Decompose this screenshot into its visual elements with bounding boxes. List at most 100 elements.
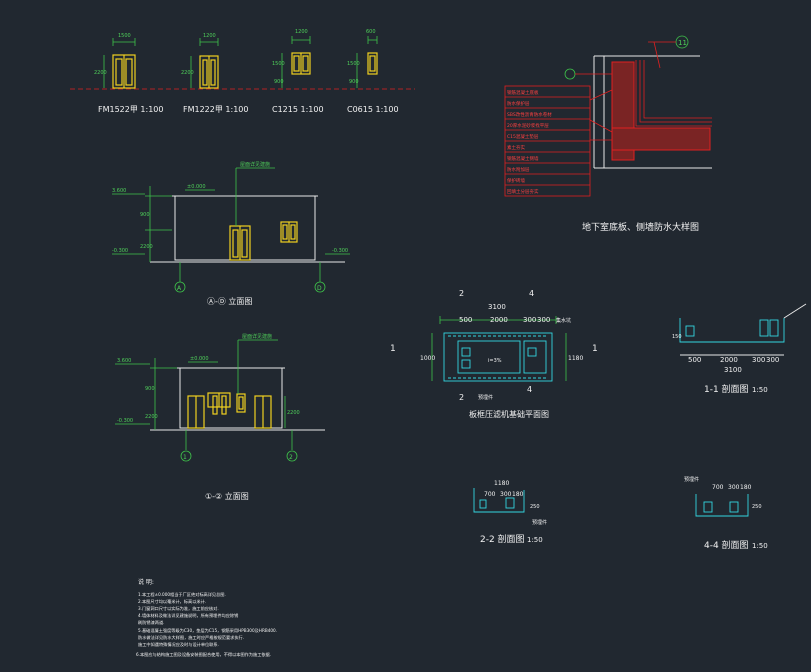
section22-dim-1: 300	[500, 491, 512, 498]
pit-dim-d: 300	[537, 316, 550, 324]
elevation1-right-level: -0.300	[332, 248, 348, 254]
design-notes: 说 明: 1.本工程±0.000相当于厂区绝对标高详见总图. 2.本图尺寸均以毫…	[136, 578, 277, 658]
pit-inner	[457, 340, 521, 374]
section22-outline	[473, 488, 525, 513]
pit-outer	[443, 332, 553, 382]
layer-3: 20厚水泥砂浆找平层	[507, 122, 549, 129]
c1215-sill: 900	[274, 79, 284, 85]
layer-7: 防水附加层	[507, 166, 530, 173]
notes-line-8: 6.本图应与结构施工图及设备安装图配合使用，不得以本图作为施工依据.	[136, 651, 271, 658]
axis-bubble-d	[314, 281, 326, 293]
elevation-a-d: A D 900 2200 3.600 -0.300 -0.300 ±0.000 …	[112, 161, 350, 306]
pit-dim-b: 2000	[490, 316, 508, 324]
section-mark-left: 1	[390, 344, 396, 354]
section11-height: 150	[672, 334, 682, 340]
elevation1-title: Ⓐ-Ⓓ 立面图	[207, 296, 252, 306]
c1215-height: 1500	[272, 61, 285, 67]
section11-dim-3: 300	[766, 356, 779, 364]
section11-dim-0: 500	[688, 356, 701, 364]
notes-line-1: 2.本图尺寸均以毫米计，标高以米计.	[138, 598, 206, 605]
pit-embed-note: 预埋件	[478, 394, 493, 401]
c1215-width: 1200	[295, 29, 308, 35]
section22-dim-2: 180	[512, 491, 524, 498]
layer-1: 防水保护层	[507, 100, 530, 107]
elevation1-wall	[174, 195, 316, 261]
axis-bubble-1	[180, 450, 192, 462]
section22-title: 2-2 剖面图	[480, 533, 525, 545]
window-c0615: 600 1500 900 C0615 1:100	[347, 29, 399, 114]
layer-0: 钢筋混凝土底板	[507, 89, 539, 96]
section11-dim-1: 2000	[720, 356, 738, 364]
section44-title: 4-4 剖面图	[704, 539, 749, 551]
fm1522-height: 2200	[94, 70, 107, 76]
pit-plan-title: 板框压滤机基础平面图	[469, 409, 549, 419]
elevation1-note: 屋面详见建施	[240, 161, 270, 168]
section44-note: 预埋件	[684, 476, 699, 483]
section-mark-top: 2	[459, 289, 464, 298]
pit-slope-note: i=3%	[488, 358, 502, 364]
elevation1-top-level: 3.600	[112, 188, 126, 194]
section11-scale: 1:50	[752, 386, 768, 394]
elevation1-roof-level: ±0.000	[187, 184, 206, 190]
fm1522-label: FM1522甲 1:100	[98, 105, 163, 114]
notes-line-7: 施工中如遇特殊情况应及时与设计单位联系.	[138, 641, 219, 648]
axis-a-label: A	[177, 285, 182, 292]
elevation2-roof-level: ±0.000	[190, 356, 209, 362]
layer-4: C15混凝土垫层	[507, 133, 539, 140]
section-4-4: 700 300 180 250 预埋件 4-4 剖面图 1:50	[684, 476, 768, 551]
door-window-schedule: 1500 2200 FM1522甲 1:100 1200 2200 FM1222…	[70, 29, 415, 114]
axis-2-label: 2	[289, 454, 293, 461]
section22-scale: 1:50	[527, 536, 543, 544]
pit-dim-total: 3100	[488, 303, 506, 311]
section-mark-bottom-4: 4	[527, 385, 532, 394]
waterproof-detail-title: 地下室底板、侧墙防水大样图	[582, 221, 699, 233]
layer-9: 回填土分层夯实	[507, 188, 539, 195]
section22-top-dim: 1180	[494, 480, 509, 487]
window-c1215: 1200 1500 900 C1215 1:100	[272, 29, 324, 114]
section-2-2: 1180 700 300 180 250 预埋件 2-2 剖面图 1:50	[473, 480, 547, 545]
pit-dim-h1: 1180	[568, 355, 583, 362]
filter-press-foundation-plan: 3100 500 2000 300 300 1000 1180 1 1 2 2 …	[390, 289, 598, 419]
section11-title: 1-1 剖面图	[704, 383, 749, 395]
axis-1-label: 1	[183, 454, 187, 461]
elevation2-right-dim: 2200	[287, 410, 300, 416]
elevation2-dim-upper: 900	[145, 386, 155, 392]
section44-scale: 1:50	[752, 542, 768, 550]
waterproof-detail: 11 钢筋混凝土底板 防水保护层 SBS改性沥青防水卷材 20厚水泥砂浆找平层 …	[504, 35, 712, 233]
door-fm1222: 1200 2200 FM1222甲 1:100	[181, 33, 248, 114]
elevation1-ground-level: -0.300	[112, 248, 128, 254]
notes-line-4: 刷防锈漆两道.	[138, 619, 164, 626]
section22-dim-0: 700	[484, 491, 496, 498]
fm1222-label: FM1222甲 1:100	[183, 105, 248, 114]
window-c0615-frame	[367, 52, 378, 75]
section44-dim-1: 300	[728, 484, 740, 491]
section11-total: 3100	[724, 366, 742, 374]
section-mark-right: 1	[592, 344, 598, 354]
notes-line-6: 防水做法详见防水大样图，施工时应严格按规范要求执行.	[138, 634, 244, 641]
elevation2-dim-lower: 2200	[145, 414, 158, 420]
pit-sump-note: 集水坑	[556, 317, 571, 324]
elevation2-title: ①-② 立面图	[205, 491, 249, 501]
section11-dim-2: 300	[752, 356, 765, 364]
layer-table: 钢筋混凝土底板 防水保护层 SBS改性沥青防水卷材 20厚水泥砂浆找平层 C15…	[504, 85, 591, 197]
elevation2-left-level: -0.300	[117, 418, 133, 424]
pit-dim-a: 500	[459, 316, 472, 324]
c0615-width: 600	[366, 29, 376, 35]
section44-dim-2: 180	[740, 484, 752, 491]
notes-line-5: 5.基础混凝土强度等级为C30，垫层为C15，钢筋采用HPB300及HRB400…	[138, 627, 277, 634]
fm1222-height: 2200	[181, 70, 194, 76]
section-1-1: 500 2000 300 300 3100 150 1-1 剖面图 1:50	[672, 303, 807, 395]
notes-heading: 说 明:	[138, 578, 154, 586]
elevation2-window-small	[236, 393, 246, 413]
pit-dim-c: 300	[523, 316, 536, 324]
c0615-label: C0615 1:100	[347, 105, 399, 114]
layer-8: 保护砖墙	[507, 177, 525, 184]
elevation-1-2: 1 2 900 2200 3.600 -0.300 2200 ±0.000 屋面…	[115, 333, 325, 501]
fm1222-width: 1200	[203, 33, 216, 39]
section44-height: 250	[752, 504, 762, 510]
elevation1-dim-upper: 900	[140, 212, 150, 218]
layer-2: SBS改性沥青防水卷材	[507, 111, 552, 118]
door-fm1522: 1500 2200 FM1522甲 1:100	[94, 33, 163, 114]
elevation2-note: 屋面详见建施	[242, 333, 272, 340]
